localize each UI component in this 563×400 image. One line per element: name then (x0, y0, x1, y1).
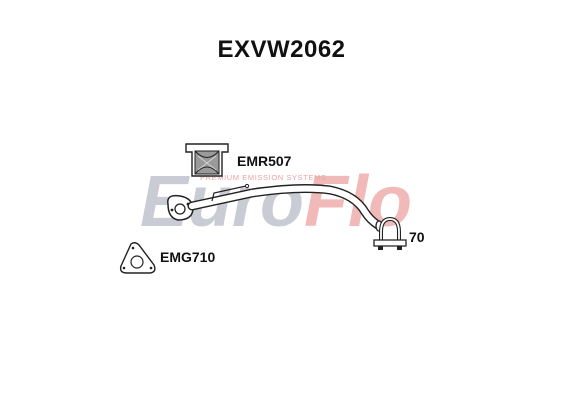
exhaust-pipe-icon (167, 183, 383, 232)
gasket-label: EMG710 (160, 249, 215, 265)
gasket-icon (119, 242, 156, 274)
mount-label: EMR507 (237, 153, 292, 169)
watermark-tagline: PREMIUM EMISSION SYSTEMS (200, 173, 327, 182)
rubber-mount-icon (185, 143, 229, 177)
clamp-label: 70 (409, 229, 425, 245)
u-clamp-icon (373, 216, 407, 250)
part-number-title: EXVW2062 (217, 36, 346, 63)
